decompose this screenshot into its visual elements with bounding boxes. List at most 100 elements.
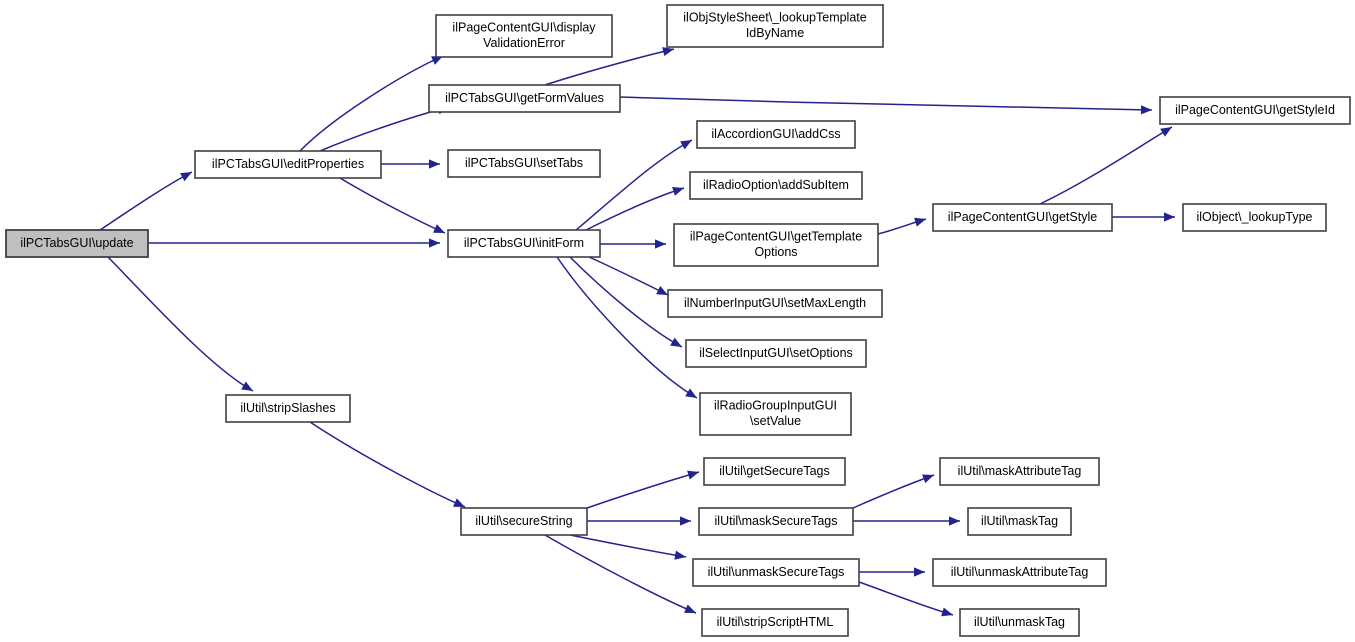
node-box-getStyleId[interactable] (1159, 96, 1351, 125)
call-edge-unmaskSecureTags-to-unmaskTag (858, 581, 954, 617)
arrowhead-icon (684, 604, 696, 613)
node-box-maskTag[interactable] (967, 507, 1072, 536)
graph-node-editProperties[interactable]: ilPCTabsGUI\editProperties (194, 150, 382, 179)
node-box-getTemplateOptions[interactable] (673, 223, 879, 267)
arrowhead-icon (662, 47, 674, 57)
node-box-getStyle[interactable] (932, 203, 1113, 232)
node-box-editProperties[interactable] (194, 150, 382, 179)
arrowhead-icon (670, 337, 682, 347)
arrowhead-icon (941, 607, 953, 617)
edge-layer (99, 47, 1175, 617)
graph-node-lookupType[interactable]: ilObject\_lookupType (1182, 203, 1327, 232)
node-box-unmaskTag[interactable] (959, 608, 1080, 637)
arrowhead-icon (922, 474, 934, 484)
graph-node-stripSlashes[interactable]: ilUtil\stripSlashes (225, 394, 351, 423)
node-box-maskSecureTags[interactable] (698, 507, 854, 536)
graph-node-setOptions[interactable]: ilSelectInputGUI\setOptions (685, 339, 867, 368)
call-edge-unmaskSecureTags-to-unmaskAttributeTag (859, 567, 925, 577)
arrowhead-icon (680, 516, 691, 526)
call-edge-update-to-editProperties (99, 171, 193, 231)
call-edge-initForm-to-setOptions (569, 256, 683, 348)
call-edge-update-to-stripSlashes (107, 256, 254, 392)
graph-node-update[interactable]: ilPCTabsGUI\update (5, 229, 149, 258)
arrowhead-icon (685, 388, 697, 398)
node-box-addCss[interactable] (696, 120, 856, 149)
graph-node-getSecureTags[interactable]: ilUtil\getSecureTags (703, 457, 846, 486)
arrowhead-icon (429, 238, 440, 248)
graph-node-setTabs[interactable]: ilPCTabsGUI\setTabs (447, 149, 601, 178)
call-edge-getStyle-to-lookupType (1112, 212, 1175, 222)
arrowhead-icon (180, 172, 192, 182)
node-box-lookupType[interactable] (1182, 203, 1327, 232)
node-box-unmaskSecureTags[interactable] (692, 558, 860, 587)
graph-node-initForm[interactable]: ilPCTabsGUI\initForm (447, 229, 601, 258)
call-edge-stripSlashes-to-secureString (309, 421, 466, 508)
call-edge-maskSecureTags-to-maskTag (853, 516, 960, 526)
call-edge-editProperties-to-displayValidationError (299, 55, 444, 152)
call-edge-initForm-to-addSubItem (585, 186, 685, 231)
arrowhead-icon (1140, 105, 1152, 115)
call-edge-initForm-to-setValue (556, 256, 698, 399)
call-edge-editProperties-to-setTabs (381, 159, 440, 169)
graph-node-addSubItem[interactable]: ilRadioOption\addSubItem (689, 171, 863, 200)
call-edge-maskSecureTags-to-maskAttributeTag (852, 474, 935, 509)
graph-node-getFormValues[interactable]: ilPCTabsGUI\getFormValues (428, 84, 621, 113)
node-box-addSubItem[interactable] (689, 171, 863, 200)
node-box-secureString[interactable] (460, 507, 588, 536)
call-edge-secureString-to-getSecureTags (586, 470, 700, 509)
arrowhead-icon (914, 217, 926, 227)
arrowhead-icon (241, 381, 253, 391)
call-edge-getStyle-to-getStyleId (1039, 126, 1173, 205)
node-box-stripSlashes[interactable] (225, 394, 351, 423)
graph-node-maskTag[interactable]: ilUtil\maskTag (967, 507, 1072, 536)
arrowhead-icon (431, 56, 443, 65)
call-edge-secureString-to-unmaskSecureTags (569, 534, 687, 560)
graph-node-getStyleId[interactable]: ilPageContentGUI\getStyleId (1159, 96, 1351, 125)
graph-node-secureString[interactable]: ilUtil\secureString (460, 507, 588, 536)
call-edge-update-to-initForm (148, 238, 440, 248)
graph-node-unmaskTag[interactable]: ilUtil\unmaskTag (959, 608, 1080, 637)
node-box-getSecureTags[interactable] (703, 457, 846, 486)
node-box-update[interactable] (5, 229, 149, 258)
node-layer: ilPCTabsGUI\update ilPCTabsGUI\editProper… (5, 4, 1351, 637)
node-box-setMaxLength[interactable] (667, 289, 883, 318)
node-box-displayValidationError[interactable] (435, 14, 613, 58)
arrowhead-icon (1160, 127, 1172, 137)
node-box-getFormValues[interactable] (428, 84, 621, 113)
call-edge-editProperties-to-initForm (339, 177, 446, 234)
arrowhead-icon (949, 516, 960, 526)
arrowhead-icon (656, 285, 668, 295)
graph-node-addCss[interactable]: ilAccordionGUI\addCss (696, 120, 856, 149)
arrowhead-icon (674, 550, 686, 560)
call-edge-initForm-to-setMaxLength (588, 256, 669, 296)
graph-node-maskAttributeTag[interactable]: ilUtil\maskAttributeTag (939, 457, 1100, 486)
graph-node-unmaskAttributeTag[interactable]: ilUtil\unmaskAttributeTag (932, 558, 1107, 587)
call-edge-secureString-to-maskSecureTags (587, 516, 691, 526)
graph-node-setMaxLength[interactable]: ilNumberInputGUI\setMaxLength (667, 289, 883, 318)
arrowhead-icon (453, 498, 465, 507)
call-edge-initForm-to-addCss (575, 139, 693, 231)
node-box-setValue[interactable] (699, 392, 852, 436)
arrowhead-icon (433, 224, 445, 233)
graph-node-unmaskSecureTags[interactable]: ilUtil\unmaskSecureTags (692, 558, 860, 587)
node-box-setOptions[interactable] (685, 339, 867, 368)
arrowhead-icon (429, 159, 440, 169)
arrowhead-icon (680, 140, 692, 150)
graph-node-stripScriptHTML[interactable]: ilUtil\stripScriptHTML (701, 608, 849, 637)
node-box-unmaskAttributeTag[interactable] (932, 558, 1107, 587)
node-box-initForm[interactable] (447, 229, 601, 258)
arrowhead-icon (672, 186, 684, 196)
node-box-maskAttributeTag[interactable] (939, 457, 1100, 486)
graph-node-setValue[interactable]: ilRadioGroupInputGUI\setValue (699, 392, 852, 436)
graph-node-getStyle[interactable]: ilPageContentGUI\getStyle (932, 203, 1113, 232)
node-box-stripScriptHTML[interactable] (701, 608, 849, 637)
arrowhead-icon (655, 239, 666, 249)
graph-node-maskSecureTags[interactable]: ilUtil\maskSecureTags (698, 507, 854, 536)
node-box-setTabs[interactable] (447, 149, 601, 178)
node-box-lookupTemplateIdByName[interactable] (666, 4, 884, 48)
